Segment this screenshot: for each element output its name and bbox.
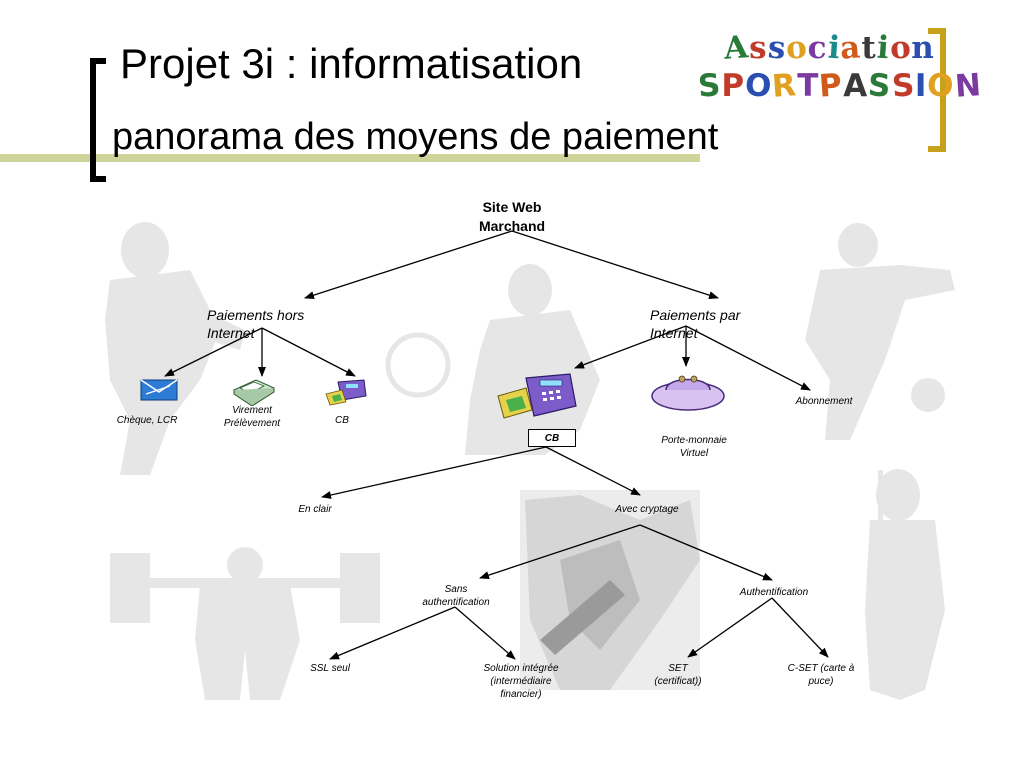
edge-cryptage-sans	[479, 524, 641, 579]
node-abonnement: Abonnement	[795, 396, 853, 407]
node-set: SET (certificat))	[654, 663, 702, 687]
node-virement-prelevement: Virement Prélèvement	[223, 405, 281, 429]
page-subtitle: panorama des moyens de paiement	[112, 116, 719, 158]
edge-root-par	[511, 230, 719, 300]
left-bracket	[90, 58, 106, 182]
purse-icon	[651, 375, 725, 411]
edge-root-hors	[304, 230, 513, 300]
edge-par-cb	[574, 325, 687, 369]
node-site-web-marchand: Site Web Marchand	[478, 199, 546, 234]
node-cheque-lcr: Chèque, LCR	[116, 415, 178, 426]
right-bracket	[928, 28, 946, 152]
node-authentification: Authentification	[739, 587, 809, 598]
node-paiements-par-internet: Paiements par Internet	[650, 307, 741, 341]
edge-auth-cset	[771, 597, 829, 658]
page-title: Projet 3i : informatisation	[120, 40, 583, 87]
node-sans-authentification: Sans authentification	[422, 584, 490, 608]
association-logo: Association SPORT PASSION	[697, 28, 983, 106]
node-cb-hors-internet: CB	[335, 415, 349, 426]
envelope-cheque-icon	[140, 379, 178, 401]
edge-cryptage-auth	[639, 524, 773, 581]
card-terminal-icon	[325, 379, 367, 406]
node-cb-internet: CB	[528, 429, 576, 447]
edge-hors-cb	[261, 327, 356, 377]
logo-line-1: Association	[722, 29, 935, 67]
node-paiements-hors-internet: Paiements hors Internet	[207, 307, 305, 341]
node-solution-integree: Solution intégrée (intermédiaire financi…	[483, 663, 559, 700]
edge-par-abonnement	[685, 325, 811, 391]
fax-machine-icon	[232, 379, 276, 406]
node-avec-cryptage: Avec cryptage	[615, 504, 679, 515]
node-ssl-seul: SSL seul	[310, 663, 350, 674]
edge-auth-set	[687, 597, 773, 658]
node-en-clair: En clair	[298, 504, 332, 515]
edge-sans-ssl	[329, 606, 456, 660]
decorative-line	[0, 154, 700, 162]
node-c-set: C-SET (carte à puce)	[787, 663, 855, 687]
edge-hors-cheque	[164, 327, 263, 377]
edge-sans-solution	[454, 606, 516, 660]
edge-cb-cryptage	[545, 446, 641, 496]
logo-line-2: SPORT PASSION	[696, 67, 983, 105]
card-terminal-large-icon	[497, 373, 577, 419]
node-porte-monnaie-virtuel: Porte-monnaie Virtuel	[661, 435, 727, 459]
edge-cb-clair	[321, 446, 547, 499]
